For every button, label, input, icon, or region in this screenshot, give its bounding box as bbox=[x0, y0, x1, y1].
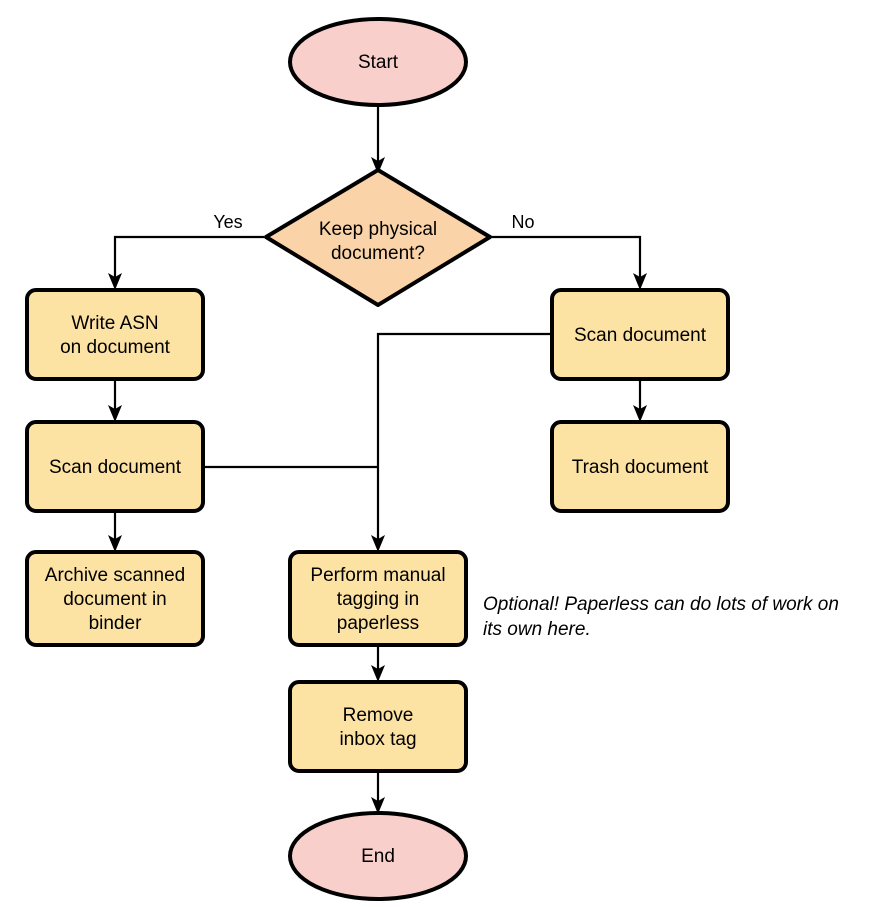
annotation-optional-note: Optional! Paperless can do lots of work … bbox=[483, 594, 839, 640]
edge-label-yes: Yes bbox=[213, 212, 242, 232]
node-write-asn-label-line1: Write ASN bbox=[71, 313, 158, 334]
node-trash-document-label: Trash document bbox=[572, 457, 709, 478]
node-decision-label-line2: document? bbox=[331, 243, 425, 264]
edge-start-to-decision bbox=[371, 105, 385, 174]
node-write-asn-on-document[interactable]: Write ASN on document bbox=[25, 288, 205, 381]
node-archive-label-line2: document in bbox=[63, 589, 167, 610]
edge-tagging-to-remove-inbox bbox=[371, 645, 385, 682]
edge-label-no: No bbox=[511, 212, 534, 232]
node-scan-document-left[interactable]: Scan document bbox=[25, 420, 205, 513]
node-trash-document[interactable]: Trash document bbox=[550, 420, 730, 513]
node-start-label: Start bbox=[358, 52, 399, 73]
edge-no-to-scan-right bbox=[491, 235, 647, 290]
node-remove-inbox-tag[interactable]: Remove inbox tag bbox=[288, 680, 468, 773]
edge-yes-to-write-asn bbox=[108, 235, 264, 290]
node-perform-manual-tagging[interactable]: Perform manual tagging in paperless bbox=[288, 550, 468, 647]
node-remove-inbox-label-line1: Remove bbox=[343, 705, 414, 726]
node-end-label: End bbox=[361, 846, 395, 867]
node-scan-document-left-label: Scan document bbox=[49, 457, 182, 478]
node-decision-label-line1: Keep physical bbox=[319, 219, 437, 240]
node-decision-keep-physical-document[interactable]: Keep physical document? bbox=[264, 168, 492, 307]
edge-scan-right-to-trash bbox=[633, 379, 647, 422]
edge-remove-inbox-to-end bbox=[371, 771, 385, 814]
node-archive-scanned-document[interactable]: Archive scanned document in binder bbox=[25, 550, 205, 647]
node-start[interactable]: Start bbox=[288, 17, 468, 107]
node-write-asn-label-line2: on document bbox=[60, 337, 171, 358]
node-archive-label-line1: Archive scanned bbox=[45, 565, 185, 586]
node-tagging-label-line2: tagging in bbox=[337, 589, 419, 610]
edge-scan-right-to-tagging bbox=[371, 332, 552, 552]
node-scan-document-right-label: Scan document bbox=[574, 325, 707, 346]
annotation-note-line1: Optional! Paperless can do lots of work … bbox=[483, 594, 839, 615]
annotation-note-line2: its own here. bbox=[483, 619, 591, 640]
node-scan-document-right[interactable]: Scan document bbox=[550, 288, 730, 381]
node-end[interactable]: End bbox=[288, 811, 468, 901]
node-tagging-label-line3: paperless bbox=[337, 613, 419, 634]
node-remove-inbox-label-line2: inbox tag bbox=[339, 729, 416, 750]
node-tagging-label-line1: Perform manual bbox=[310, 565, 445, 586]
edge-write-asn-to-scan-left bbox=[108, 379, 122, 422]
node-archive-label-line3: binder bbox=[89, 613, 142, 634]
edge-scan-left-to-archive bbox=[108, 511, 122, 552]
